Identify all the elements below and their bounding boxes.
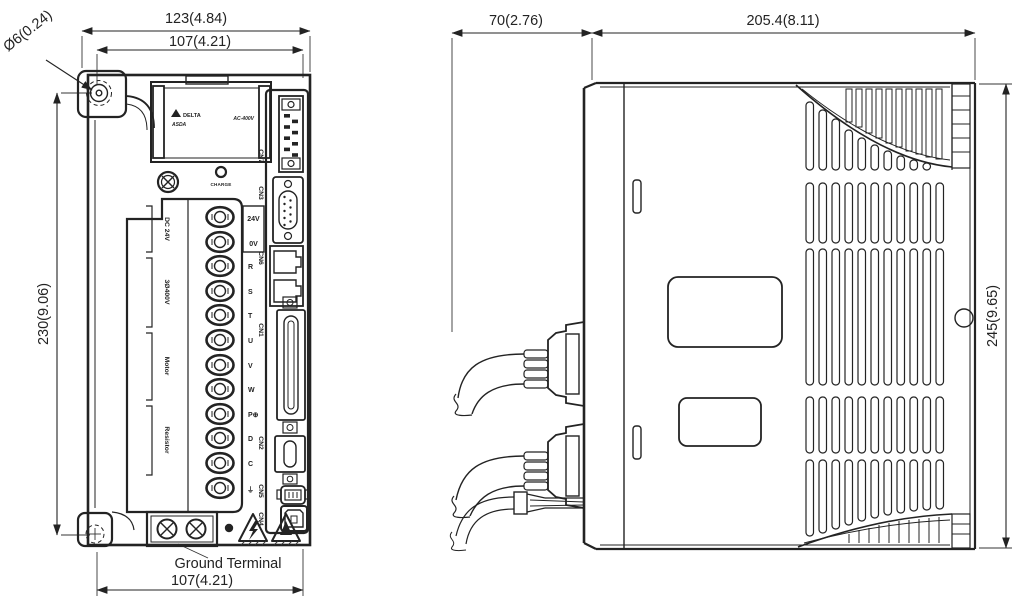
terminal-labels: 24V 0V R S T U V W P⊕ D C ⏚ bbox=[242, 205, 265, 494]
front-body bbox=[76, 69, 312, 548]
mounting-hole-bottom bbox=[85, 524, 105, 544]
front-view: 123(4.84) 107(4.21) Ø6(0.24) 230(9.06) 1… bbox=[1, 7, 312, 596]
dsub-cable-middle bbox=[451, 422, 585, 519]
terminal-screw bbox=[205, 230, 235, 254]
dim-mount-width: 107(4.21) bbox=[96, 34, 304, 84]
connector-label: CN6 bbox=[257, 251, 264, 265]
dim-hole-text: Ø6(0.24) bbox=[1, 7, 56, 55]
terminal-screw bbox=[205, 279, 235, 303]
dim-height-text: 230(9.06) bbox=[36, 283, 52, 345]
side-body bbox=[582, 81, 977, 551]
terminal-label: C bbox=[248, 461, 253, 468]
dim-bottom-width: 107(4.21) bbox=[96, 549, 304, 596]
dim-front-depth-text: 70(2.76) bbox=[489, 13, 543, 29]
dim-body-depth: 205.4(8.11) bbox=[591, 13, 976, 80]
group-label: Motor bbox=[163, 357, 170, 376]
terminal-label: 0V bbox=[249, 241, 258, 248]
ground-terminal-callout: Ground Terminal bbox=[175, 543, 282, 572]
cn2-connector bbox=[274, 435, 306, 485]
terminal-label: V bbox=[248, 363, 253, 370]
db9-cn3 bbox=[272, 176, 304, 244]
dim-side-height: 245(9.65) bbox=[979, 83, 1012, 549]
side-hole bbox=[954, 308, 974, 328]
nameplate-brand: DELTA bbox=[183, 113, 201, 119]
dim-overall-width-text: 123(4.84) bbox=[165, 11, 227, 27]
dip-switch-cn7 bbox=[278, 95, 304, 173]
terminal-screw bbox=[205, 377, 235, 401]
nameplate-rating: AC-400V bbox=[232, 116, 254, 122]
group-label: 3Ø400V bbox=[163, 280, 170, 305]
cn1-connector bbox=[276, 296, 306, 434]
side-cutout-small bbox=[678, 397, 762, 447]
terminal-screw bbox=[205, 254, 235, 278]
terminal-screw bbox=[205, 303, 235, 327]
terminal-screws bbox=[205, 205, 235, 500]
terminal-label: T bbox=[248, 313, 253, 320]
group-label: Resistor bbox=[163, 426, 170, 454]
rj45-cn6 bbox=[269, 245, 304, 307]
ground-symbol: ⏚ bbox=[247, 486, 254, 494]
terminal-label: S bbox=[248, 289, 253, 296]
delta-logo-icon bbox=[171, 109, 181, 117]
terminal-block: 24V 0V R S T U V W P⊕ D C ⏚ DC 24V 3Ø400… bbox=[125, 197, 265, 514]
connector-labels: CN7 CN3 CN6 CN1 CN2 CN5 CN4 bbox=[257, 149, 264, 526]
terminal-screw bbox=[205, 451, 235, 475]
connector-label: CN3 bbox=[257, 186, 264, 200]
ground-terminal bbox=[145, 510, 219, 548]
side-view: 70(2.76) 205.4(8.11) 245(9.65) bbox=[449, 13, 1012, 552]
terminal-group-brackets: DC 24V 3Ø400V Motor Resistor bbox=[146, 205, 170, 476]
dim-side-height-text: 245(9.65) bbox=[985, 285, 1001, 347]
terminal-screw bbox=[205, 353, 235, 377]
ground-terminal-label: Ground Terminal bbox=[175, 556, 282, 572]
cn5-connector bbox=[276, 485, 310, 505]
panel-screw bbox=[156, 170, 180, 194]
terminal-label: U bbox=[248, 338, 253, 345]
indicator-dot bbox=[224, 523, 234, 533]
dim-mount-width-text: 107(4.21) bbox=[169, 34, 231, 50]
terminal-label: 24V bbox=[247, 216, 260, 223]
connector-label: CN5 bbox=[257, 484, 264, 498]
terminal-label: R bbox=[248, 264, 253, 271]
nameplate-series: ASDA bbox=[171, 122, 187, 128]
group-label: DC 24V bbox=[163, 217, 170, 241]
terminal-label: P⊕ bbox=[248, 412, 259, 419]
dim-overall-width: 123(4.84) bbox=[81, 11, 311, 72]
dim-height: 230(9.06) bbox=[36, 92, 92, 536]
usb-cable-bottom bbox=[449, 491, 585, 552]
connector-label: CN7 bbox=[257, 149, 264, 163]
side-cutout-large bbox=[667, 276, 783, 348]
nameplate: DELTA ASDA AC-400V bbox=[150, 75, 272, 163]
terminal-screw bbox=[205, 402, 235, 426]
connector-panel: CN7 CN3 CN6 CN1 CN2 CN5 CN4 bbox=[257, 88, 310, 535]
warning-caution-icon bbox=[271, 513, 301, 546]
terminal-screw bbox=[205, 205, 235, 229]
terminal-screw bbox=[205, 476, 235, 500]
dim-front-depth: 70(2.76) bbox=[451, 13, 593, 332]
mounting-hole-top bbox=[86, 80, 112, 106]
dsub-cable-top bbox=[453, 320, 585, 417]
terminal-screw bbox=[205, 328, 235, 352]
charge-led: CHARGE bbox=[210, 165, 231, 187]
terminal-label: D bbox=[248, 436, 253, 443]
terminal-screw bbox=[205, 426, 235, 450]
connector-label: CN2 bbox=[257, 436, 264, 450]
connector-label: CN1 bbox=[257, 323, 264, 337]
connector-label: CN4 bbox=[257, 512, 264, 526]
warning-shock-icon bbox=[238, 513, 268, 546]
dim-body-depth-text: 205.4(8.11) bbox=[746, 13, 819, 29]
dim-bottom-width-text: 107(4.21) bbox=[171, 573, 233, 589]
terminal-label: W bbox=[248, 387, 255, 394]
charge-led-label: CHARGE bbox=[210, 182, 231, 187]
vent-grille bbox=[795, 83, 971, 549]
